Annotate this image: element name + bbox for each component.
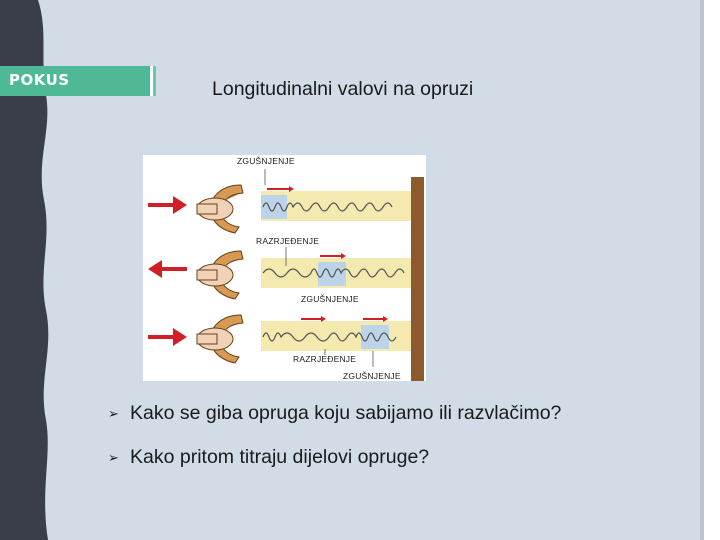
list-item: ➢ Kako se giba opruga koju sabijamo ili …	[108, 402, 561, 446]
row-2	[148, 247, 411, 299]
label-compression-2: ZGUŠNJENJE	[301, 294, 359, 304]
label-compression-3: ZGUŠNJENJE	[343, 371, 401, 381]
row-1	[148, 169, 411, 233]
push-arrow-2	[148, 328, 187, 346]
spring-wave-illustration: ZGUŠNJENJE RAZRJEĐENJE ZGUŠNJENJE RAZRJE…	[143, 155, 426, 381]
label-compression-1: ZGUŠNJENJE	[237, 156, 295, 166]
push-arrow-1	[148, 196, 187, 214]
label-rarefaction-2: RAZRJEĐENJE	[293, 354, 356, 364]
arrow-bullet-icon: ➢	[108, 450, 130, 466]
wall	[411, 177, 424, 381]
pull-arrow	[148, 260, 187, 278]
question-list: ➢ Kako se giba opruga koju sabijamo ili …	[108, 402, 561, 490]
right-edge-stripe	[700, 0, 720, 540]
list-item: ➢ Kako pritom titraju dijelovi opruge?	[108, 446, 561, 490]
question-text: Kako pritom titraju dijelovi opruge?	[130, 446, 429, 469]
label-rarefaction-1: RAZRJEĐENJE	[256, 236, 319, 246]
slide-title: Longitudinalni valovi na opruzi	[212, 78, 473, 101]
row-3	[148, 315, 411, 367]
section-tag: POKUS	[9, 71, 70, 89]
arrow-bullet-icon: ➢	[108, 406, 130, 422]
spring-wave-drawing	[143, 155, 426, 381]
question-text: Kako se giba opruga koju sabijamo ili ra…	[130, 402, 561, 425]
